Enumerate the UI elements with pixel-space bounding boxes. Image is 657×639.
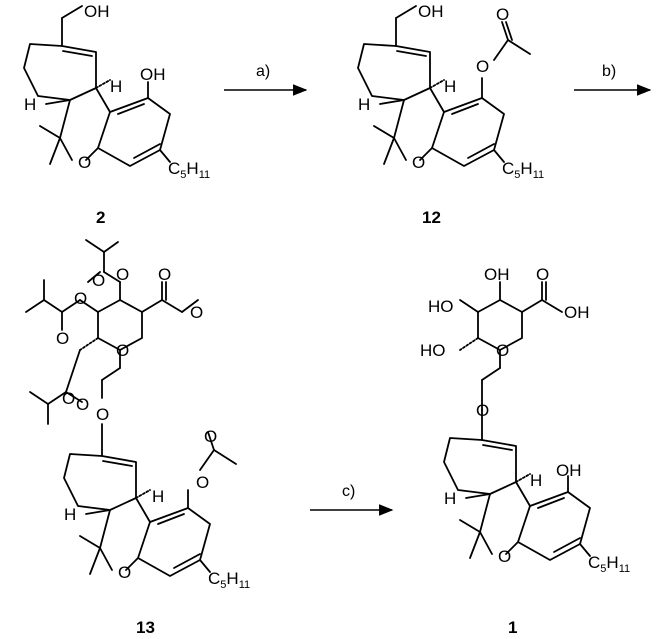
compound-number-12: 12 bbox=[422, 208, 441, 227]
cmp12-c5-label: C5H11 bbox=[502, 159, 544, 181]
cmp1-c5-label: C5H11 bbox=[588, 553, 630, 575]
cmp1-h1: H bbox=[530, 471, 542, 490]
compound-number-13: 13 bbox=[136, 618, 155, 637]
cmp1-h2: H bbox=[444, 489, 456, 508]
compound-12-structure bbox=[357, 5, 531, 167]
cmp13-o6: O bbox=[190, 303, 203, 322]
cmp12-h-label: H bbox=[444, 77, 456, 96]
cmp13-o2: O bbox=[92, 271, 105, 290]
cmp13-h2: H bbox=[64, 505, 76, 524]
cmp13-o12: O bbox=[118, 563, 131, 582]
step-a-label: a) bbox=[256, 63, 270, 80]
cmp1-ring-o: O bbox=[496, 341, 509, 360]
cmp13-h1: H bbox=[152, 487, 164, 506]
cmp13-o1: O bbox=[116, 265, 129, 284]
compound-number-2: 2 bbox=[96, 208, 105, 227]
cmp1-carbonyl-o: O bbox=[536, 265, 549, 284]
cmp12-carbonyl-o-label: O bbox=[496, 5, 509, 24]
cmp13-o10: O bbox=[196, 473, 209, 492]
cmp2-h-label-2: H bbox=[24, 95, 36, 114]
cmp1-pyran-o: O bbox=[498, 547, 511, 566]
cmp2-phenol-oh-label: OH bbox=[140, 65, 166, 84]
cmp2-c5-label: C5H11 bbox=[168, 159, 210, 181]
cmp13-c5-label: C5H11 bbox=[208, 569, 250, 591]
cmp2-oh-label: OH bbox=[84, 2, 110, 21]
cmp13-o9: O bbox=[96, 405, 109, 424]
cmp2-o-label: O bbox=[78, 153, 91, 172]
cmp1-phenol-oh: OH bbox=[556, 461, 582, 480]
cmp13-o5: O bbox=[158, 265, 171, 284]
cmp12-o-label: O bbox=[476, 57, 489, 76]
cmp1-oh-top: OH bbox=[484, 265, 510, 284]
cmp13-o3: O bbox=[74, 289, 87, 308]
step-b-label: b) bbox=[602, 63, 616, 80]
compound-number-1: 1 bbox=[508, 618, 517, 637]
cmp1-acid-oh: OH bbox=[564, 303, 590, 322]
cmp13-o4: O bbox=[56, 329, 69, 348]
step-c-label: c) bbox=[342, 483, 355, 500]
cmp13-ring-o: O bbox=[116, 341, 129, 360]
cmp1-glycosidic-o: O bbox=[476, 401, 489, 420]
cmp12-oh-label: OH bbox=[418, 2, 444, 21]
cmp1-ho-lower: HO bbox=[420, 341, 446, 360]
cmp2-h-label: H bbox=[110, 77, 122, 96]
cmp13-o11: O bbox=[204, 427, 217, 446]
cmp13-o8: O bbox=[76, 395, 89, 414]
compound-2-structure bbox=[23, 5, 171, 167]
cmp12-ring-o-label: O bbox=[412, 153, 425, 172]
cmp12-h-label-2: H bbox=[358, 95, 370, 114]
compound-1-structure bbox=[443, 281, 591, 561]
cmp13-o7: O bbox=[62, 389, 75, 408]
cmp1-ho-left: HO bbox=[428, 297, 454, 316]
compound-13-structure bbox=[25, 239, 237, 577]
